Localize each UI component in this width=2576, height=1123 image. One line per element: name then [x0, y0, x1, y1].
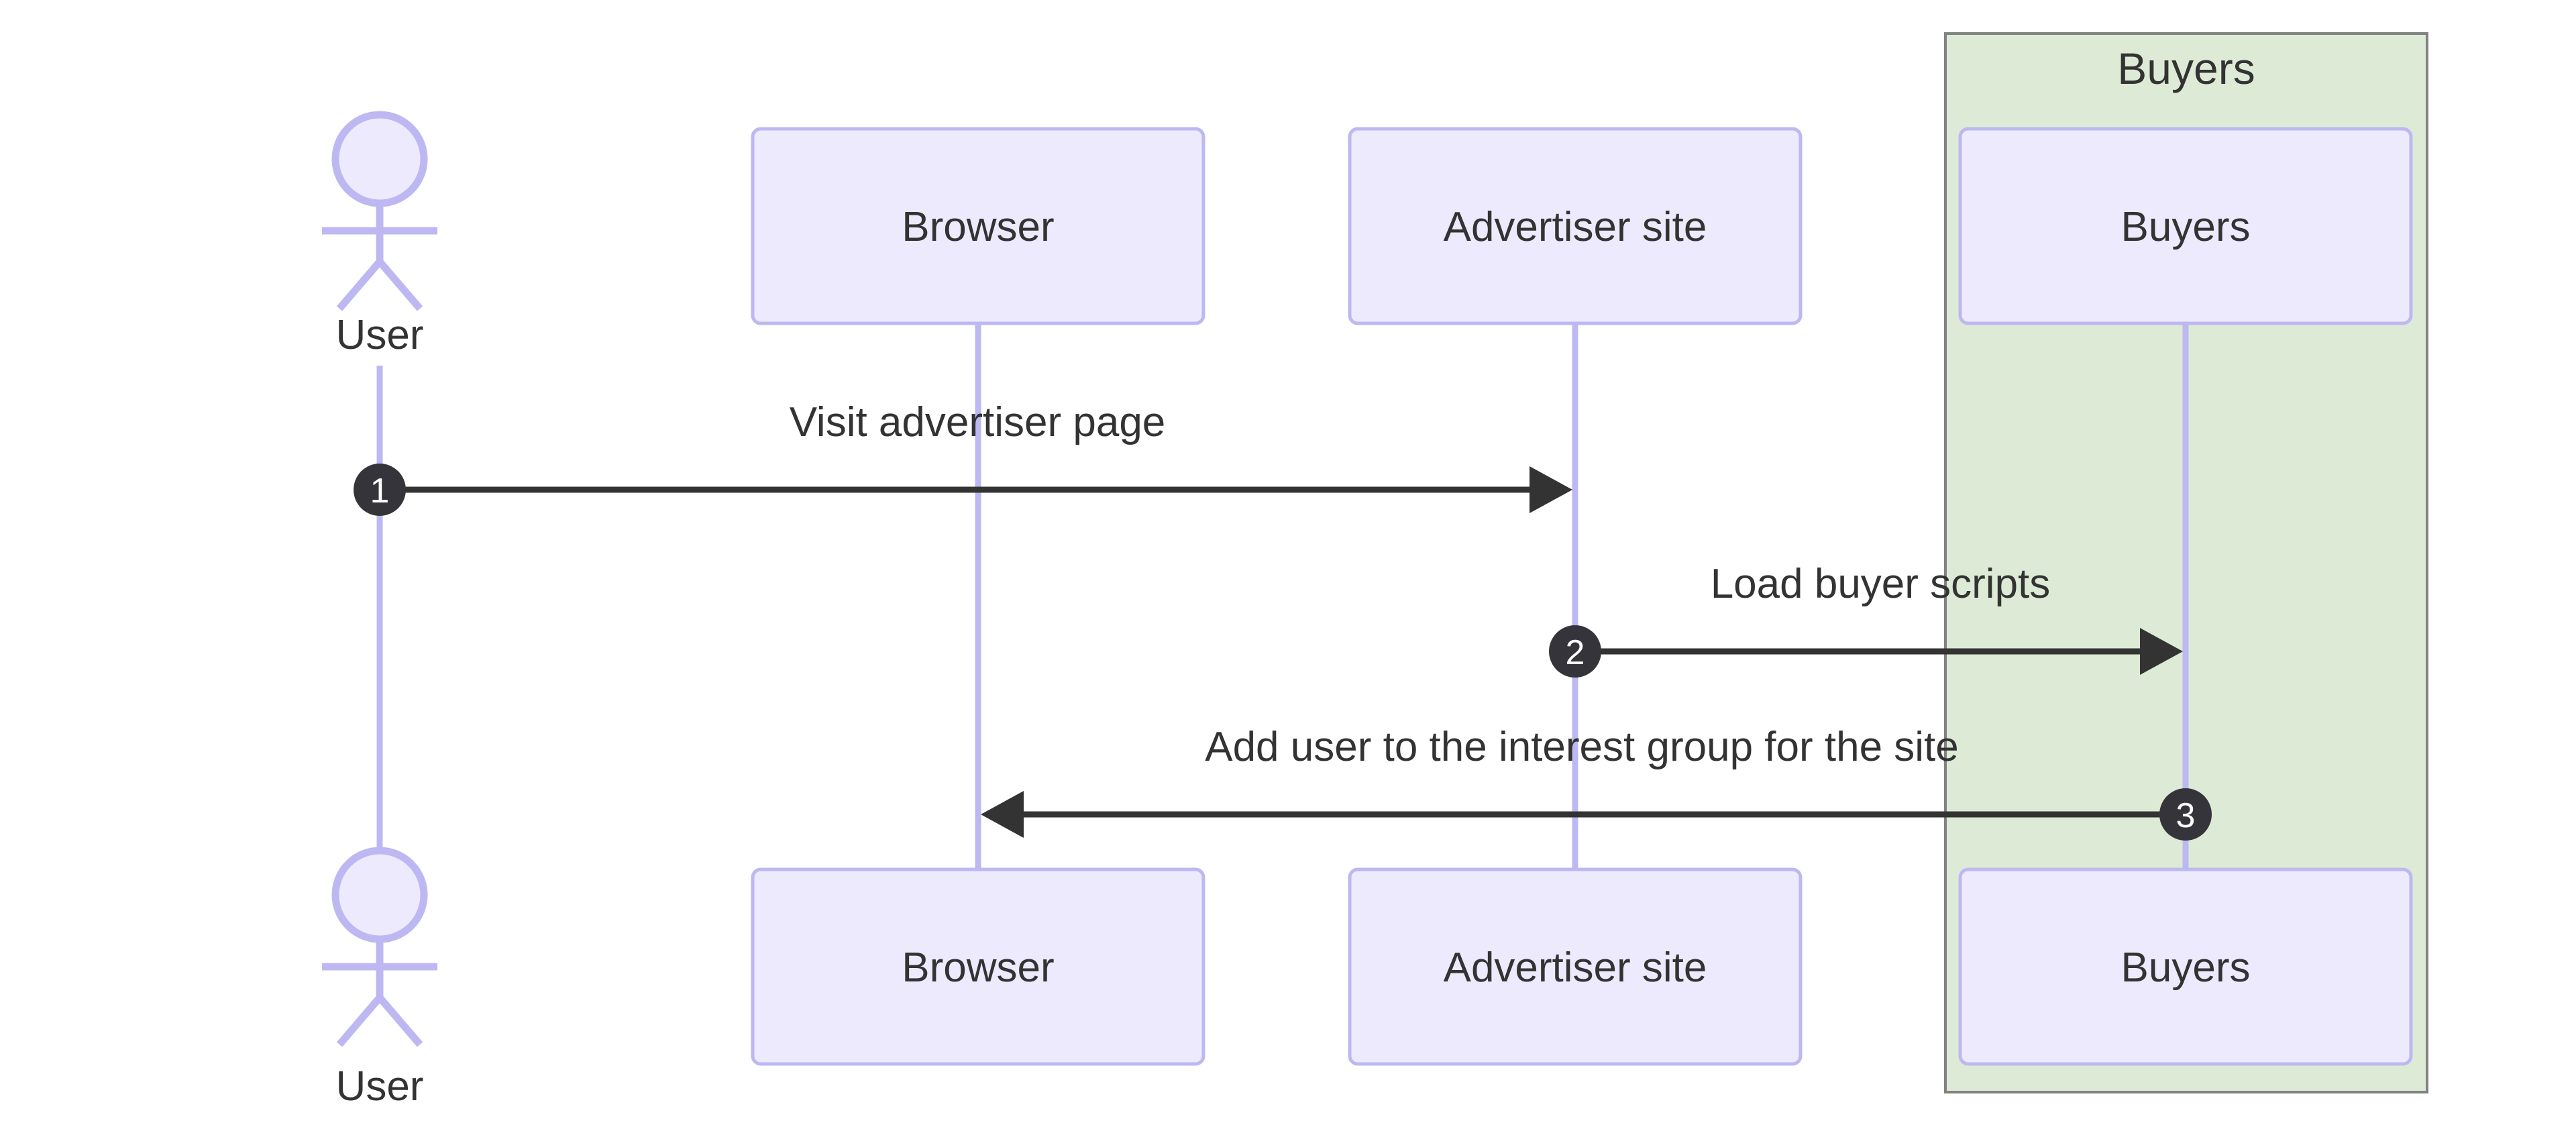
sequence-number-badge — [2159, 788, 2212, 841]
message-2: Load buyer scripts 2 — [1549, 561, 2183, 678]
message-text: Load buyer scripts — [1711, 561, 2051, 607]
actor-label: User — [336, 312, 424, 358]
sequence-number: 3 — [2176, 796, 2196, 835]
participant-top-advertiser-site: Advertiser site — [1348, 127, 1803, 325]
participant-box — [1348, 127, 1803, 325]
participant-box — [1348, 867, 1803, 1066]
actor-legs — [336, 256, 423, 311]
participant-box — [1958, 127, 2413, 325]
participant-label: Advertiser site — [1444, 204, 1707, 250]
actor-head-icon — [331, 111, 428, 207]
message-3: Add user to the interest group for the s… — [981, 724, 2212, 841]
sequence-number-badge — [1549, 625, 1601, 678]
participant-label: Buyers — [2121, 204, 2251, 250]
participant-label: Browser — [902, 945, 1054, 991]
sequence-number: 2 — [1566, 633, 1585, 672]
arrowhead-right-icon — [1529, 466, 1572, 513]
participant-bottom-buyers: Buyers — [1958, 867, 2413, 1066]
participant-box — [751, 867, 1205, 1066]
sequence-number: 1 — [370, 472, 390, 511]
arrowhead-right-icon — [2140, 628, 2183, 675]
group-title: Buyers — [2117, 44, 2255, 93]
participant-bottom-advertiser-site: Advertiser site — [1348, 867, 1803, 1066]
actor-label: User — [336, 1063, 424, 1110]
participant-box — [751, 127, 1205, 325]
participant-box — [1958, 867, 2413, 1066]
actor-legs — [336, 992, 423, 1047]
message-1: Visit advertiser page 1 — [354, 399, 1572, 516]
participant-label: Advertiser site — [1444, 945, 1707, 991]
actor-head-icon — [331, 847, 428, 943]
participant-top-buyers: Buyers — [1958, 127, 2413, 325]
actor-figure-bottom: User — [322, 847, 437, 1110]
participant-label: Browser — [902, 204, 1054, 250]
sequence-number-badge — [354, 464, 406, 516]
arrowhead-left-icon — [981, 791, 1024, 838]
actor-figure-top: User — [322, 111, 437, 358]
message-text: Visit advertiser page — [790, 399, 1166, 445]
participant-bottom-browser: Browser — [751, 867, 1205, 1066]
participant-top-browser: Browser — [751, 127, 1205, 325]
message-text: Add user to the interest group for the s… — [1205, 724, 1959, 770]
participant-label: Buyers — [2121, 945, 2251, 991]
